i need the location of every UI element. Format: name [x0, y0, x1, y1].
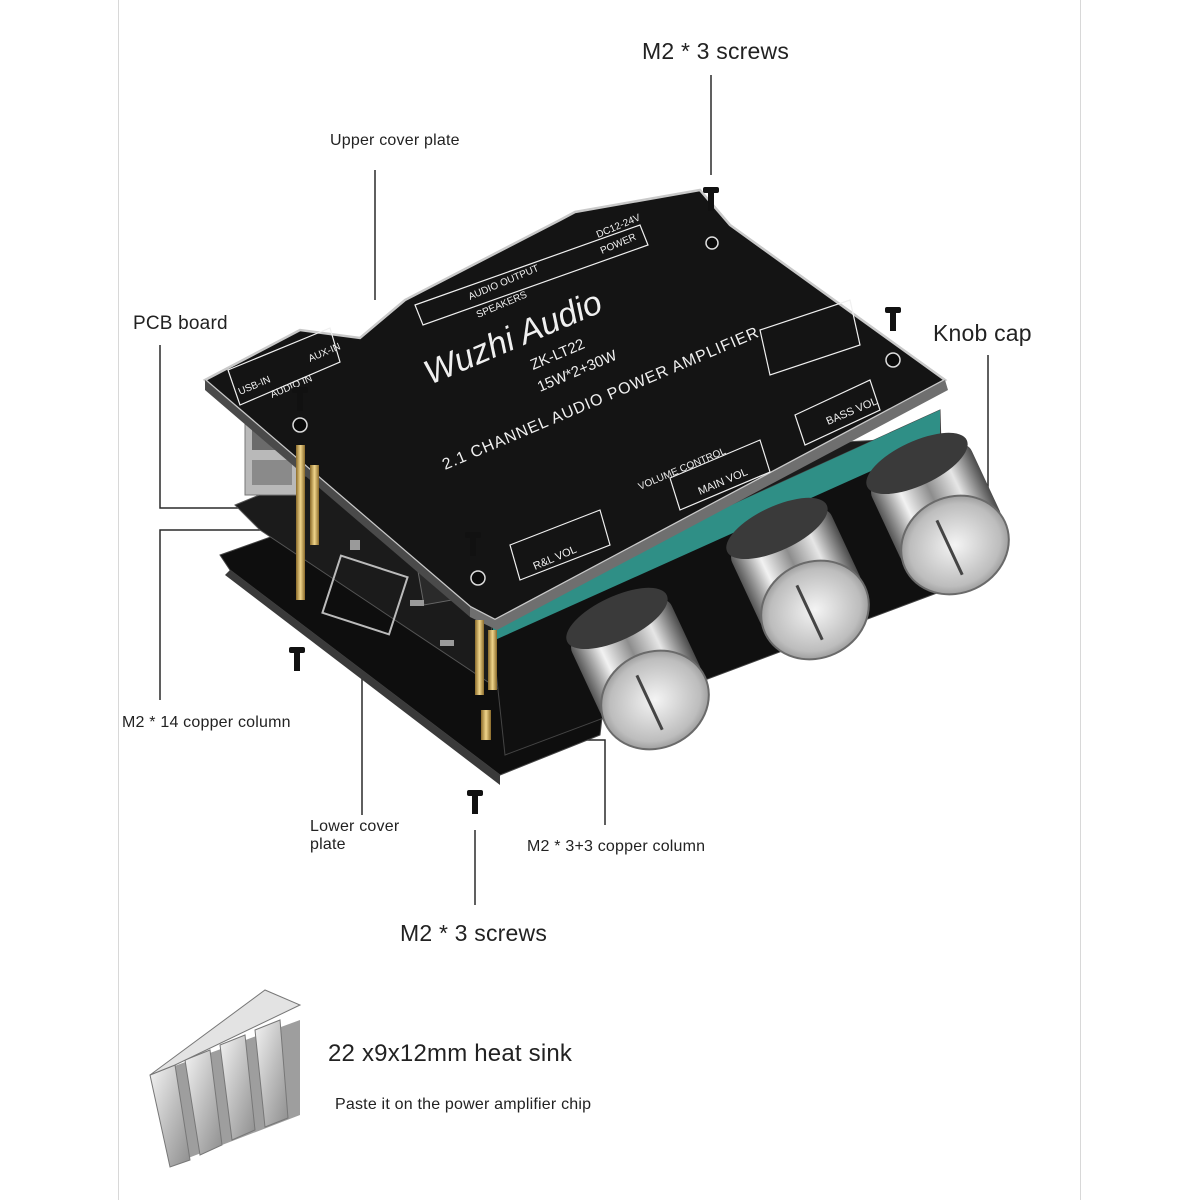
copper-standoffs [296, 445, 497, 740]
screw-bottom-1 [289, 647, 305, 671]
label-bottom-screws: M2 * 3 screws [400, 920, 548, 946]
standoff-4 [488, 630, 497, 690]
knob-right [866, 432, 1010, 596]
screw-bottom-2 [467, 790, 483, 814]
label-lower-cover-line1: Lower cover [310, 818, 400, 835]
bluetooth-antenna [321, 554, 409, 636]
leader-lines [159, 75, 989, 905]
label-copper-column-3: M2 * 3+3 copper column [527, 838, 706, 855]
screw-top-3 [292, 387, 308, 411]
board-print-frames [227, 224, 881, 581]
heat-sink-illustration [149, 989, 302, 1168]
right-frame-line [1080, 0, 1081, 1200]
label-copper-column-14: M2 * 14 copper column [122, 714, 291, 731]
label-upper-cover: Upper cover plate [330, 132, 460, 149]
standoff-3 [475, 620, 484, 695]
screws [289, 187, 901, 814]
leader-copper-14 [159, 529, 300, 700]
label-top-screws: M2 * 3 screws [642, 38, 790, 64]
screw-top-1 [703, 187, 719, 211]
label-lower-cover-line2: plate [310, 836, 346, 853]
label-heat-sink-note: Paste it on the power amplifier chip [335, 1096, 592, 1113]
standoff-5 [481, 710, 491, 740]
left-frame-line [118, 0, 119, 1200]
label-heat-sink: 22 x9x12mm heat sink [328, 1040, 573, 1067]
standoff-2 [310, 465, 319, 545]
standoff-1 [296, 445, 305, 600]
label-knob-cap: Knob cap [933, 320, 1032, 346]
label-pcb-board: PCB board [133, 313, 228, 334]
knob-middle [726, 497, 870, 661]
screw-top-2 [885, 307, 901, 331]
knob-left [566, 587, 710, 751]
screw-holes [292, 236, 901, 586]
screw-top-4 [465, 532, 481, 556]
upper-cover-plate: Wuzhi Audio ZK-LT22 15W*2+30W 2.1 CHANNE… [202, 188, 948, 630]
